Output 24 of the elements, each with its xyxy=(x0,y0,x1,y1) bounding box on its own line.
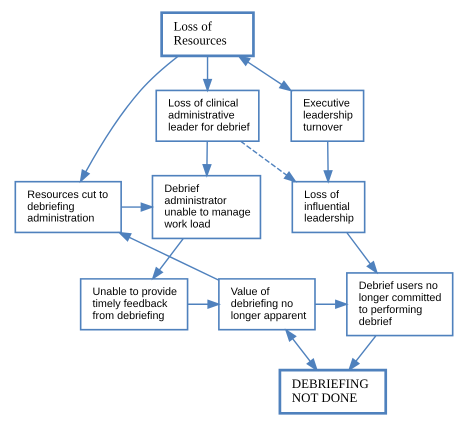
arrow xyxy=(240,140,297,183)
node-box: Unable to provide timely feedback from debriefing xyxy=(79,278,188,330)
node-box: Loss of influential leadership xyxy=(291,180,365,234)
arrow xyxy=(116,232,218,281)
node-box: Debrief administrator unable to manage work load xyxy=(151,174,261,240)
node-box: Value of debriefing no longer apparent xyxy=(218,278,316,330)
arrow xyxy=(314,299,348,310)
arrow xyxy=(151,238,184,280)
node-box: Resources cut to debriefing administration xyxy=(14,180,122,234)
arrow xyxy=(188,299,220,310)
node-box: DEBRIEFING NOT DONE xyxy=(278,368,387,415)
arrow xyxy=(236,54,292,92)
arrow xyxy=(202,56,212,92)
node-box: Loss of Resources xyxy=(160,11,254,58)
node-box: Debrief users no longer committed to performing debrief xyxy=(346,272,453,336)
arrow xyxy=(120,202,154,212)
arrow xyxy=(347,335,376,372)
node-box: Executive leadership turnover xyxy=(290,90,364,142)
arrow xyxy=(322,141,332,184)
arrow xyxy=(346,232,378,274)
arrow xyxy=(202,141,212,178)
node-box: Loss of clinical administrative leader for debrief xyxy=(154,90,260,142)
arrow xyxy=(284,328,318,372)
arrow xyxy=(79,55,178,184)
